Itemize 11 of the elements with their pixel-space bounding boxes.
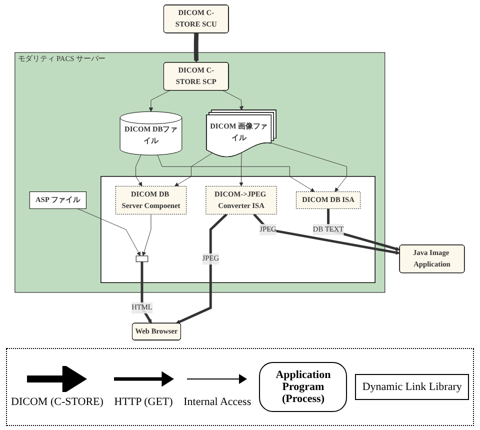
legend-process-sample: Application Program (Process) bbox=[259, 362, 348, 412]
legend-label: HTTP (GET) bbox=[114, 396, 173, 408]
arrow bbox=[176, 213, 228, 324]
node-box bbox=[136, 256, 148, 262]
legend-label: DICOM (C-STORE) bbox=[11, 396, 104, 408]
arrow bbox=[194, 33, 199, 63]
cluster bbox=[100, 176, 376, 284]
arrow bbox=[141, 262, 152, 324]
legend-library-sample: Dynamic Link Library bbox=[355, 374, 469, 400]
legend-label: Internal Access bbox=[184, 396, 252, 408]
arrow bbox=[253, 213, 400, 255]
